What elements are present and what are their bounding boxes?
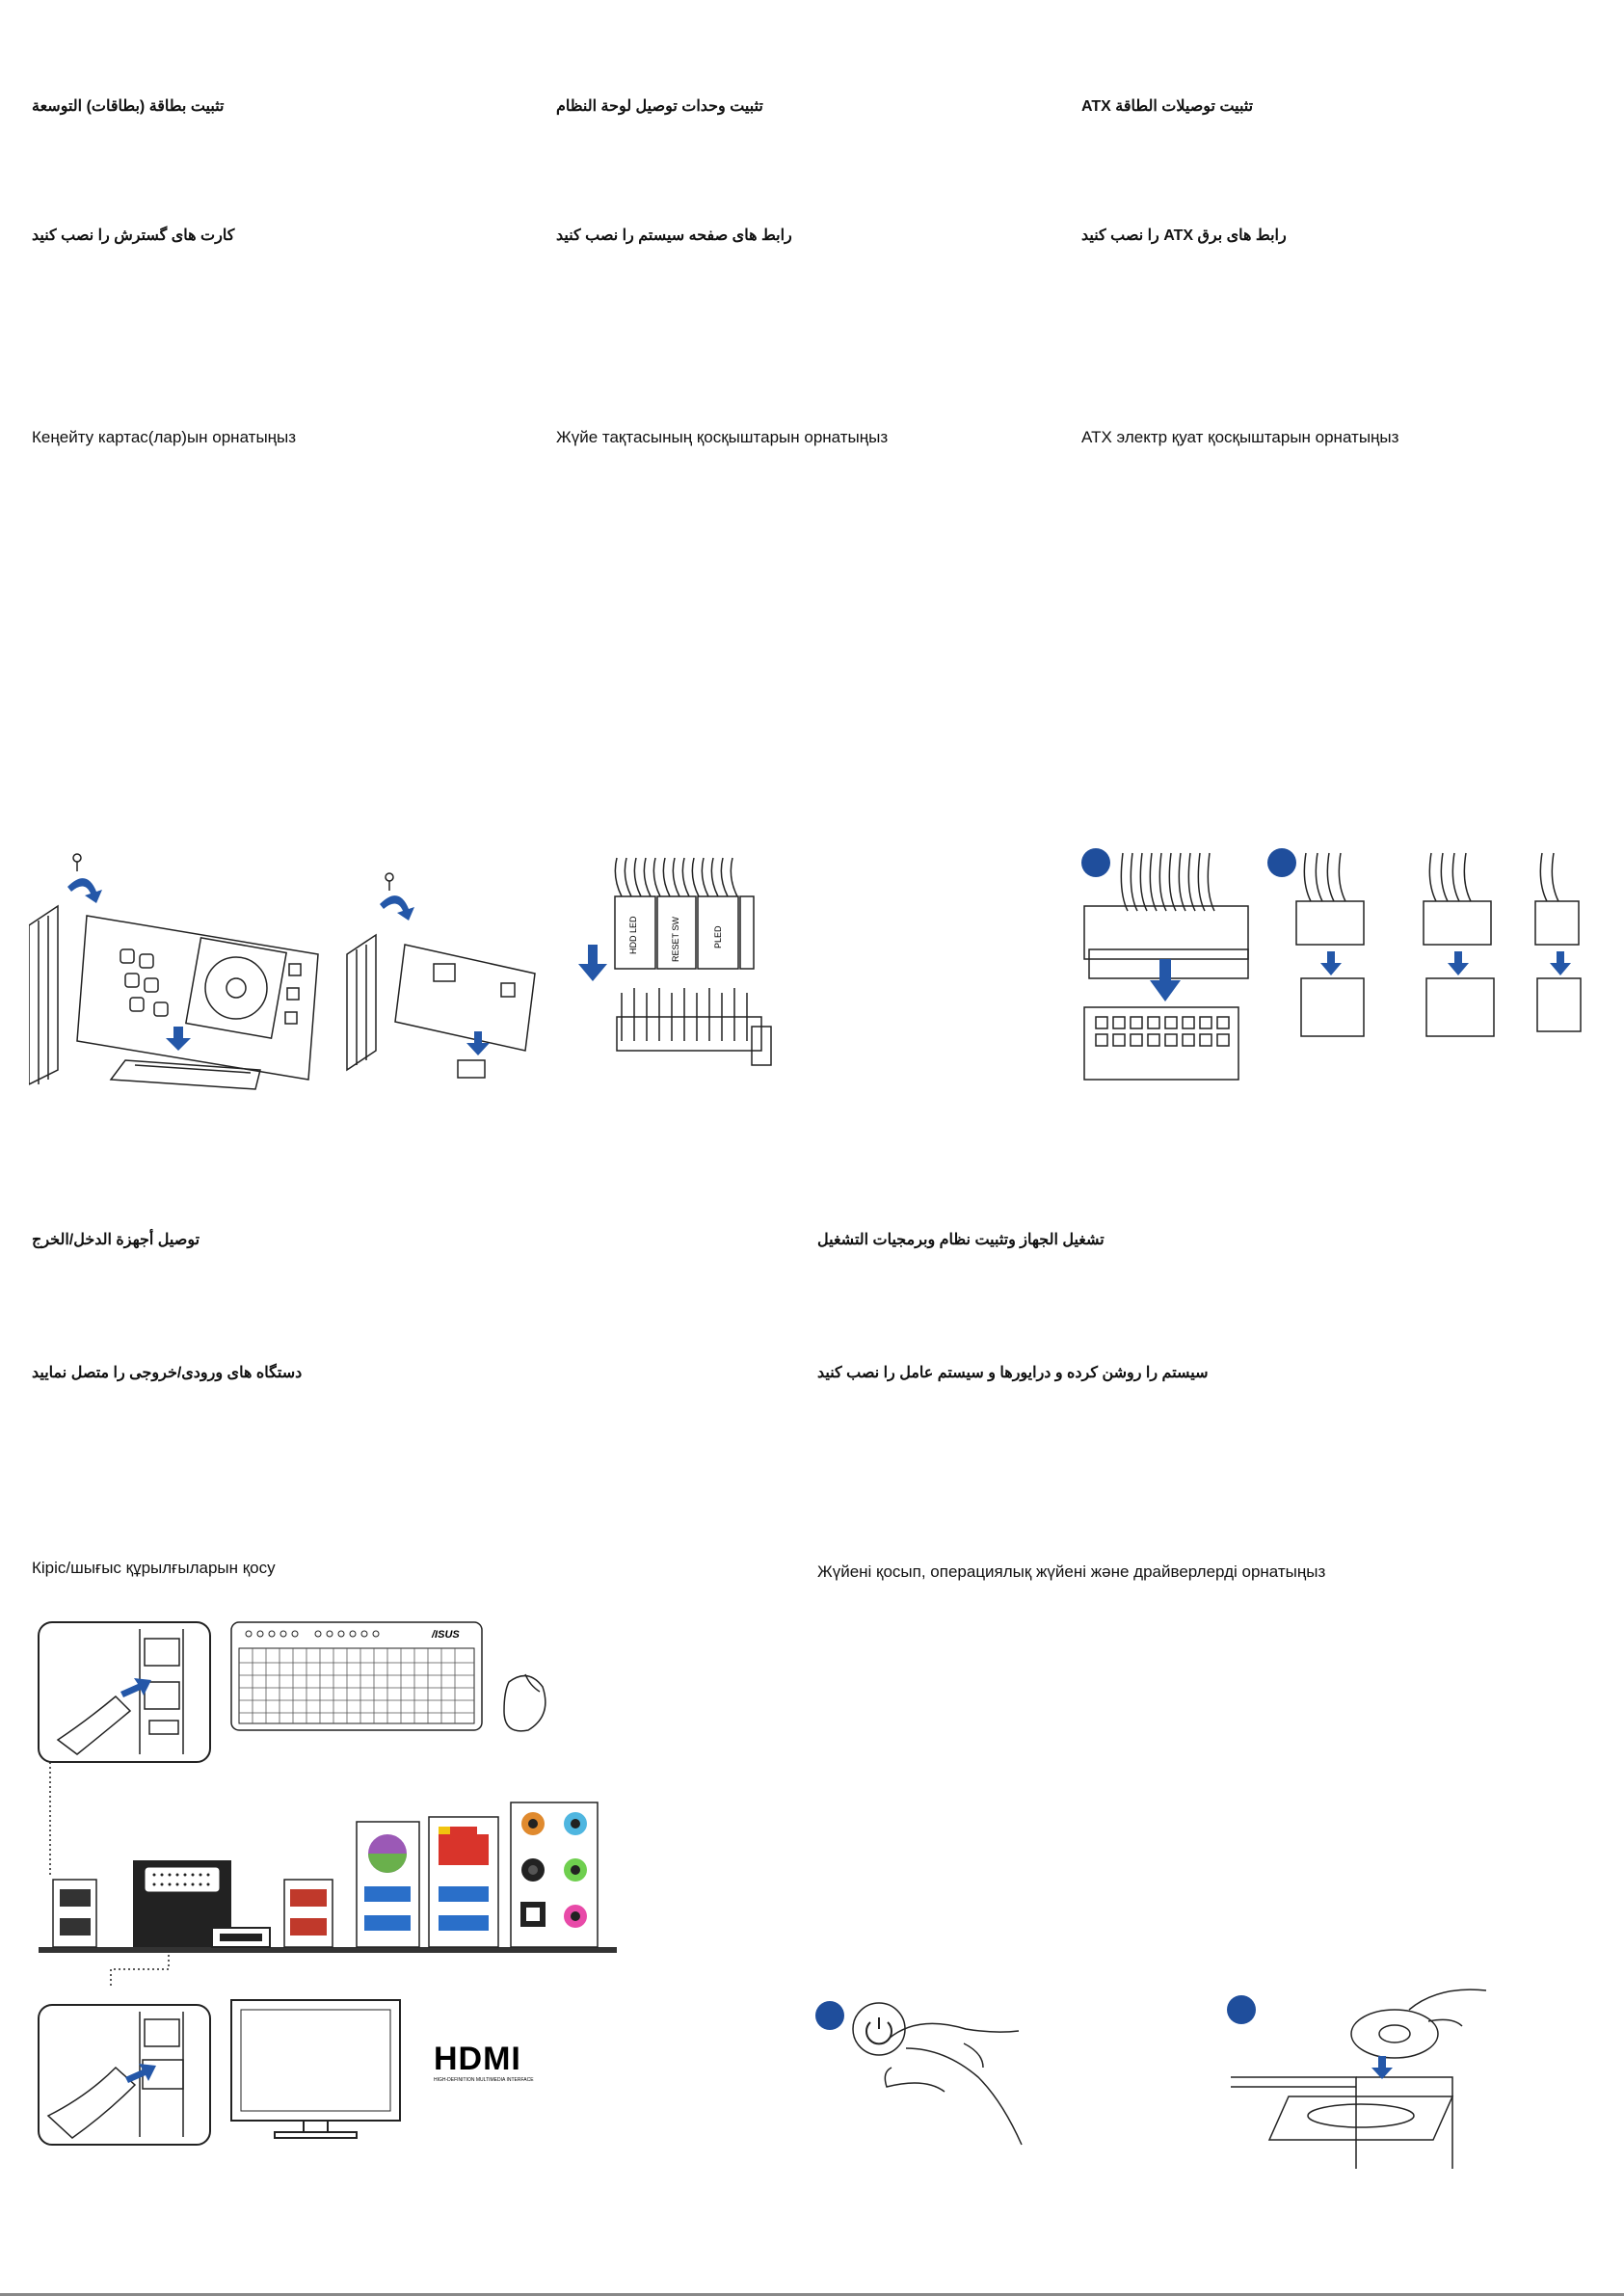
ps2-usb3-ports — [356, 1821, 420, 1948]
pcie-x1-card — [346, 933, 536, 1079]
step-badge-a — [1081, 848, 1110, 877]
dvi-hdmi-ports — [133, 1860, 271, 1948]
front-panel-illustration: HDD LED RESET SW PLED — [578, 848, 790, 1089]
io-illustration: /ISUS — [29, 1615, 626, 2154]
graphics-card — [29, 904, 319, 1090]
step-badge-b — [1267, 848, 1296, 877]
panel-heading-kz: Жүйе тақтасының қосқыштарын орнатыңыз — [556, 428, 889, 446]
audio-ports — [510, 1802, 599, 1948]
boot-heading-ar: تشغيل الجهاز وتثبيت نظام وبرمجيات التشغي… — [817, 1232, 1105, 1248]
rotate-arrow-icon — [67, 878, 102, 903]
screw-icon — [72, 853, 82, 871]
power-heading-kz: ATX электр қуат қосқыштарын орнатыңыз — [1081, 428, 1399, 446]
panel-header-pins — [616, 988, 772, 1066]
panel-heading-fa: رابط های صفحه سیستم را نصب کنید — [556, 227, 792, 244]
boot-heading-kz: Жүйені қосып, операциялық жүйені және др… — [817, 1562, 1326, 1581]
lan-usb3-ports — [428, 1816, 499, 1948]
expansion-heading-fa: کارت های گسترش را نصب کنید — [32, 227, 235, 244]
panel-heading-ar: تثبيت وحدات توصيل لوحة النظام — [556, 98, 763, 115]
power-heading-ar: تثبيت توصيلات الطاقة ATX — [1081, 98, 1254, 115]
power-heading-fa: رابط های برق ATX را نصب کنید — [1081, 227, 1287, 244]
power-button-illustration — [814, 1990, 1055, 2159]
svg-text:HDMI: HDMI — [434, 2041, 521, 2077]
pin-label-hdd-led: HDD LED — [628, 916, 638, 954]
expansion-heading-ar: تثبيت بطاقة (بطاقات) التوسعة — [32, 98, 225, 115]
expansion-card-illustration — [29, 848, 569, 1099]
usb-red-ports — [283, 1879, 333, 1948]
hdmi-callout — [38, 2004, 211, 2146]
hdmi-logo: HDMI HIGH-DEFINITION MULTIMEDIA INTERFAC… — [434, 2041, 534, 2083]
io-heading-fa: دستگاه های ورودی/خروجی را متصل نمایید — [32, 1365, 303, 1381]
keyboard-icon: /ISUS — [230, 1621, 483, 1731]
boot-heading-fa: سیستم را روشن کرده و درایورها و سیستم عا… — [817, 1365, 1209, 1381]
pin-label-pled: PLED — [713, 925, 723, 948]
atx-power-illustration — [1075, 843, 1595, 1104]
expansion-heading-kz: Кеңейту картас(лар)ын орнатыңыз — [32, 428, 297, 446]
io-shield-base — [39, 1947, 617, 1953]
monitor-icon — [230, 1999, 401, 2139]
screw-icon-2 — [385, 872, 394, 891]
step-badge-2 — [1227, 1995, 1256, 2024]
svg-text:HIGH-DEFINITION MULTIMEDIA INT: HIGH-DEFINITION MULTIMEDIA INTERFACE — [434, 2077, 534, 2083]
io-heading-kz: Кіріс/шығыс құрылғыларын қосу — [32, 1559, 276, 1577]
io-heading-ar: توصيل أجهزة الدخل/الخرج — [32, 1232, 200, 1248]
keyboard-brand: /ISUS — [431, 1629, 460, 1641]
usb2-ports — [52, 1879, 97, 1948]
footer-rule — [0, 2293, 1624, 2296]
optical-disc-illustration — [1226, 1981, 1525, 2169]
pin-label-reset-sw: RESET SW — [671, 917, 680, 962]
step-badge-1 — [815, 2001, 844, 2030]
mouse-icon — [503, 1673, 546, 1732]
usb-callout — [38, 1621, 211, 1763]
